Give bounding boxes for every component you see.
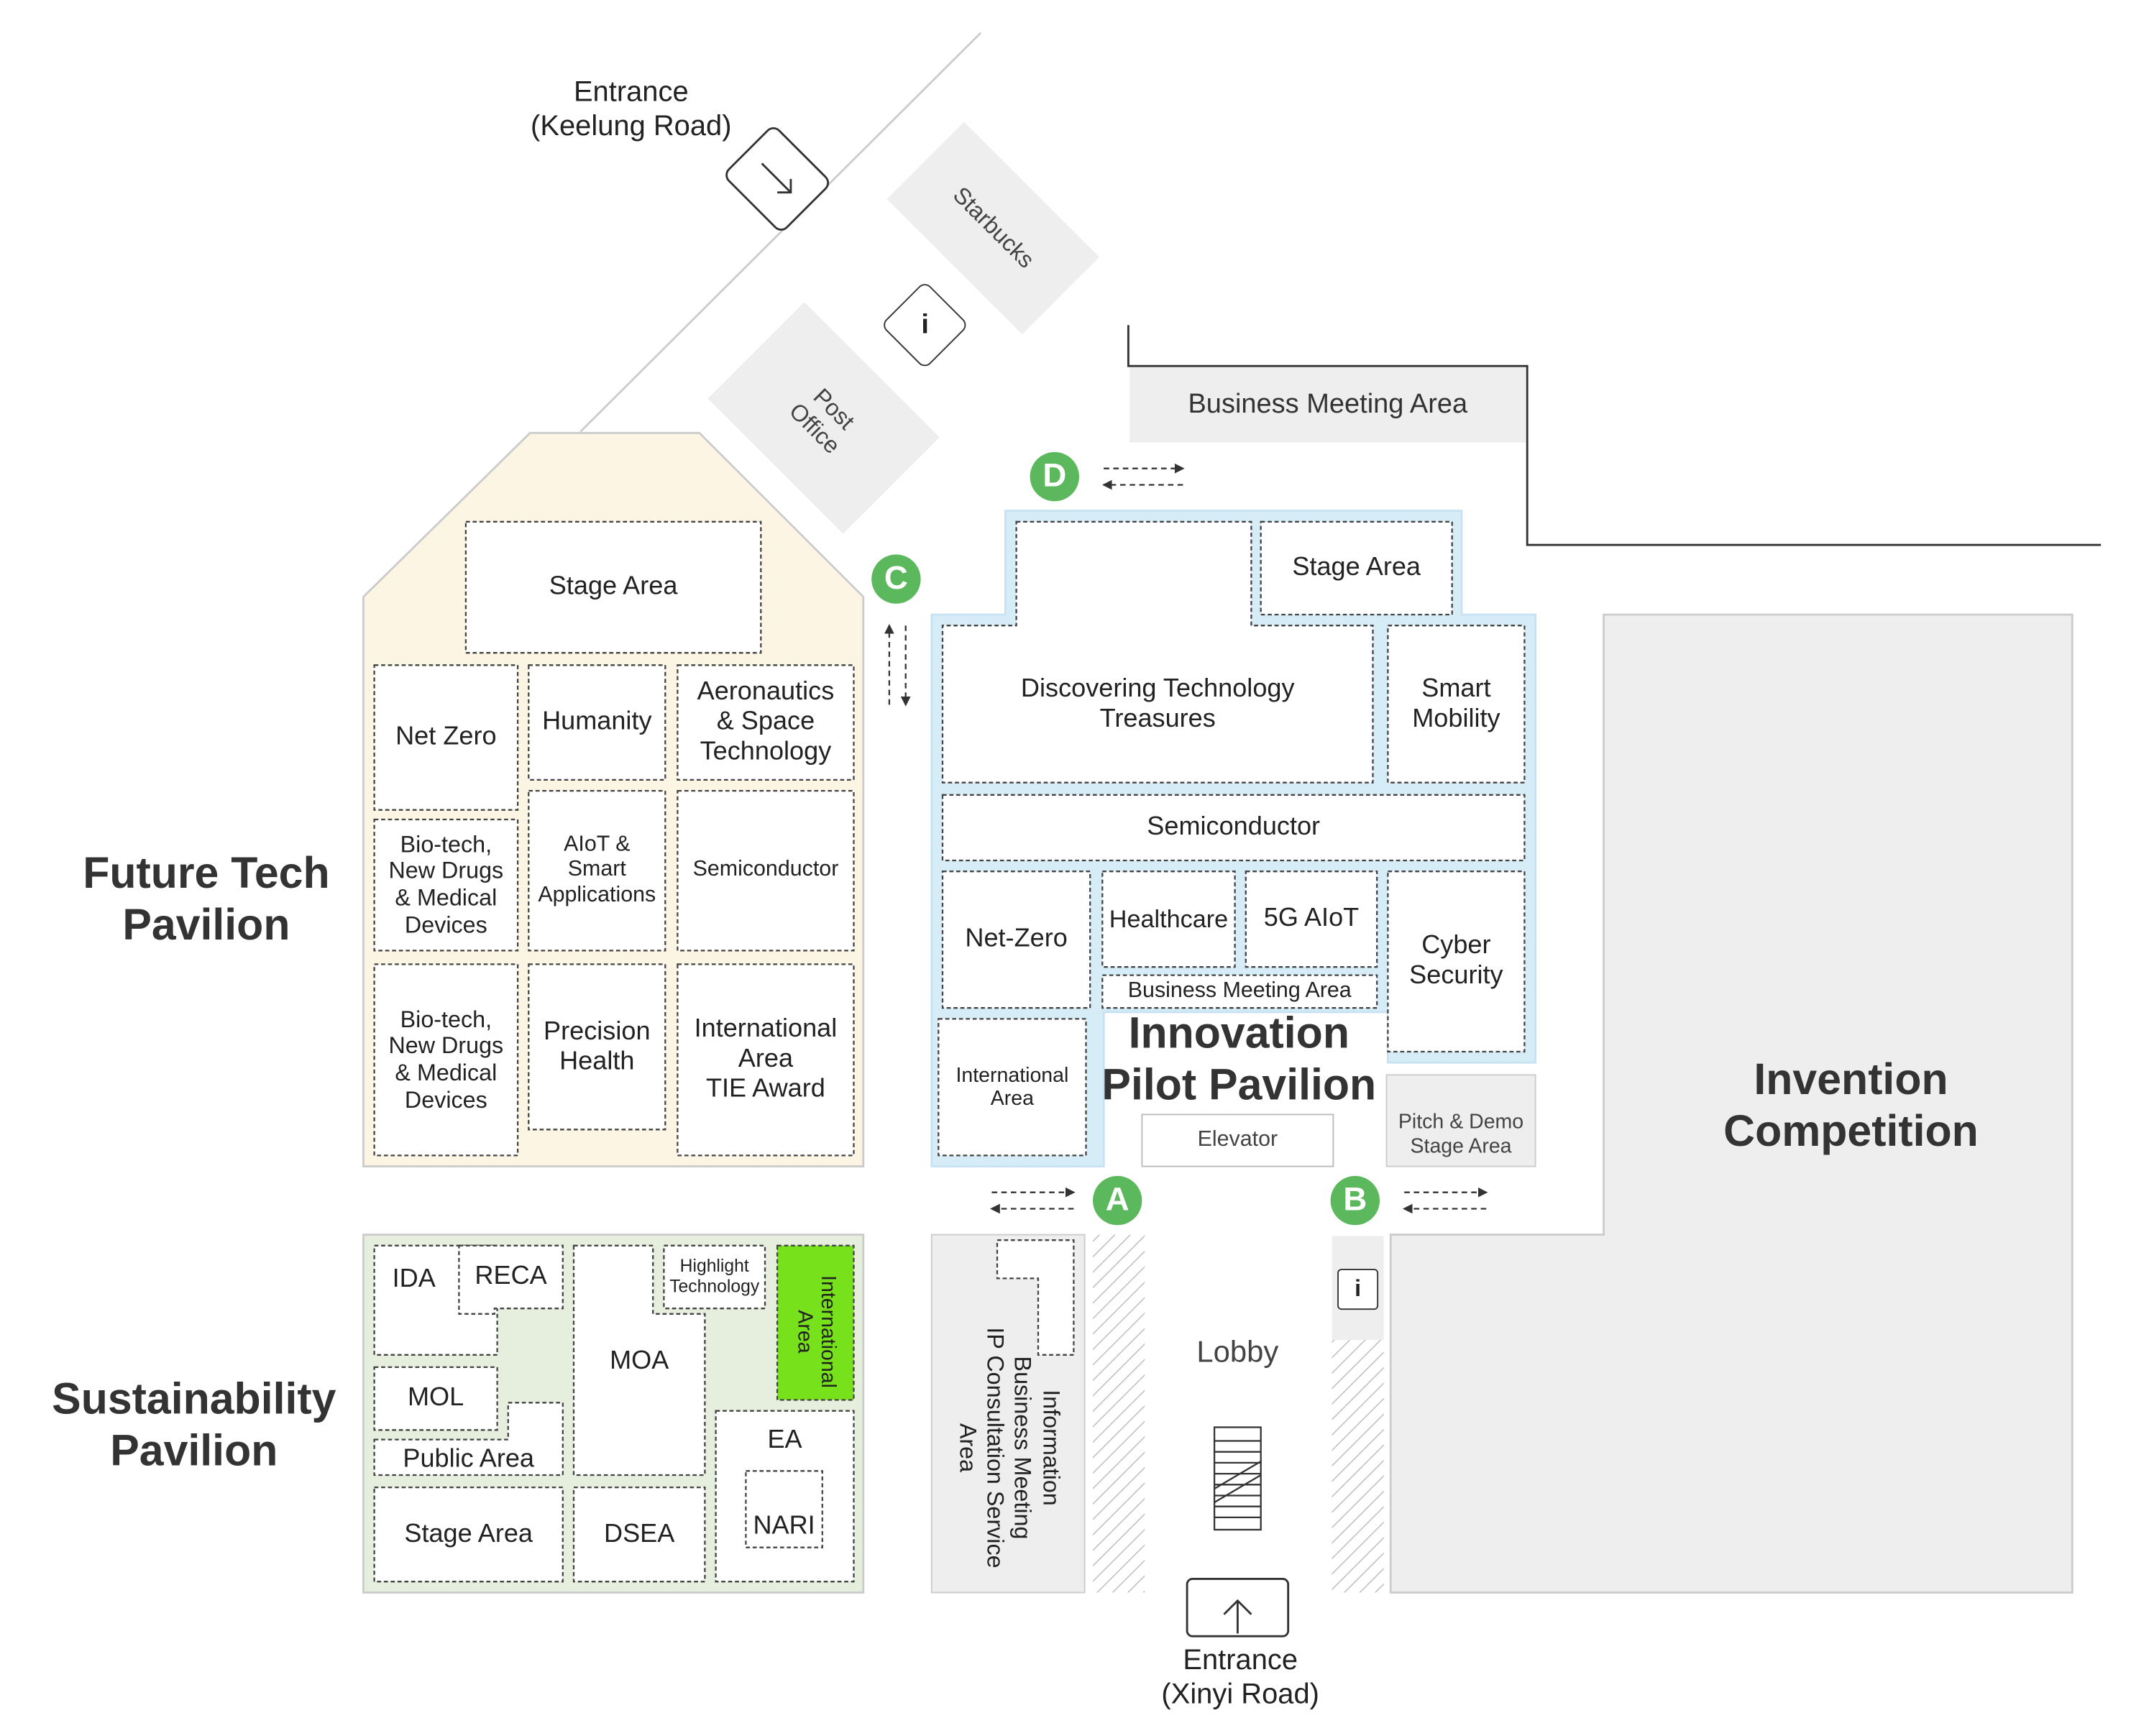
hatched-column-left [1093, 1234, 1145, 1593]
direction-arrows [884, 463, 1488, 1214]
sp-stage-area[interactable]: Stage Area [404, 1519, 533, 1548]
hatched-column-right [1332, 1339, 1384, 1593]
info-desk-icon[interactable]: i [1337, 1269, 1379, 1310]
lobby-label: Lobby [1196, 1334, 1279, 1369]
elevator-block [1141, 1113, 1334, 1167]
ft-aeronautics[interactable]: Aeronautics & Space Technology [697, 677, 835, 766]
info-service-label[interactable]: Information Business Meeting IP Consulta… [954, 1327, 1064, 1569]
sp-moa[interactable]: MOA [610, 1346, 669, 1376]
post-office-block [707, 302, 940, 534]
ip-net-zero[interactable]: Net-Zero [965, 924, 1068, 954]
sp-highlight-technology[interactable]: Highlight Technology [669, 1255, 760, 1297]
ft-humanity[interactable]: Humanity [542, 707, 652, 737]
pitch-demo-block [1385, 1074, 1536, 1167]
ft-biotech-1[interactable]: Bio-tech, New Drugs & Medical Devices [388, 831, 504, 938]
ip-semiconductor[interactable]: Semiconductor [1147, 812, 1321, 842]
starbucks-block [886, 121, 1100, 335]
ft-international[interactable]: International Area TIE Award [694, 1015, 838, 1104]
invention-competition-block [1389, 613, 2073, 1594]
ip-cyber-security[interactable]: Cyber Security [1409, 932, 1503, 991]
entrance-xinyi-icon [1186, 1577, 1290, 1638]
ip-smart-mobility[interactable]: Smart Mobility [1412, 674, 1500, 733]
sustainability-pavilion-title: Sustainability Pavilion [52, 1374, 336, 1476]
sp-public-area[interactable]: Public Area [403, 1445, 535, 1474]
keelung-road-line [579, 32, 982, 433]
ip-business-meeting-area[interactable]: Business Meeting Area [1127, 978, 1352, 1003]
ip-5g-aiot[interactable]: 5G AIoT [1263, 904, 1360, 933]
sp-nari[interactable]: NARI [753, 1512, 815, 1541]
sp-ea[interactable]: EA [767, 1425, 802, 1455]
sustainability-booth-outlines [373, 1244, 855, 1583]
sp-ida[interactable]: IDA [392, 1264, 436, 1294]
future-tech-pavilion-title: Future Tech Pavilion [83, 848, 330, 950]
future-tech-booth-outlines [373, 520, 855, 1157]
marker-c[interactable]: C [871, 554, 921, 604]
info-service-dashed [996, 1239, 1075, 1356]
ft-aiot[interactable]: AIoT & Smart Applications [538, 832, 656, 907]
building-outline-top [1127, 325, 2102, 546]
escalator-icon [1213, 1426, 1262, 1531]
ip-discovering-technology-treasures[interactable]: Discovering Technology Treasures [1020, 674, 1295, 733]
ip-stage-area[interactable]: Stage Area [1292, 553, 1421, 582]
marker-b[interactable]: B [1330, 1175, 1380, 1226]
sp-international-area[interactable]: International Area [792, 1275, 840, 1388]
entrance-keelung-icon [725, 127, 830, 231]
info-desk-icon-glyph: i [1355, 1275, 1362, 1302]
sp-dsea[interactable]: DSEA [604, 1519, 675, 1548]
business-meeting-top-label: Business Meeting Area [1188, 389, 1468, 420]
entrance-keelung-label: Entrance (Keelung Road) [531, 76, 732, 142]
marker-d[interactable]: D [1030, 451, 1079, 502]
sp-mol[interactable]: MOL [407, 1383, 464, 1413]
innovation-booth-outlines [938, 520, 1526, 1157]
invention-competition-title: Invention Competition [1723, 1054, 1979, 1157]
elevator-label: Elevator [1197, 1128, 1278, 1152]
ft-net-zero[interactable]: Net Zero [395, 722, 497, 752]
info-icon-glyph: i [921, 309, 929, 340]
entrance-xinyi-label: Entrance (Xinyi Road) [1161, 1644, 1319, 1710]
innovation-pilot-pavilion-title: Innovation Pilot Pavilion [1101, 1008, 1377, 1110]
ft-stage-area[interactable]: Stage Area [549, 572, 678, 602]
ft-precision-health[interactable]: Precision Health [544, 1016, 651, 1076]
ft-biotech-2[interactable]: Bio-tech, New Drugs & Medical Devices [388, 1006, 504, 1113]
marker-a[interactable]: A [1093, 1175, 1142, 1226]
pitch-demo-label[interactable]: Pitch & Demo Stage Area [1398, 1111, 1524, 1158]
sp-reca[interactable]: RECA [475, 1262, 547, 1291]
ft-semiconductor[interactable]: Semiconductor [692, 858, 839, 882]
ip-international-area[interactable]: International Area [955, 1063, 1069, 1111]
business-meeting-top-block [1129, 367, 1526, 443]
ip-healthcare[interactable]: Healthcare [1109, 905, 1229, 933]
